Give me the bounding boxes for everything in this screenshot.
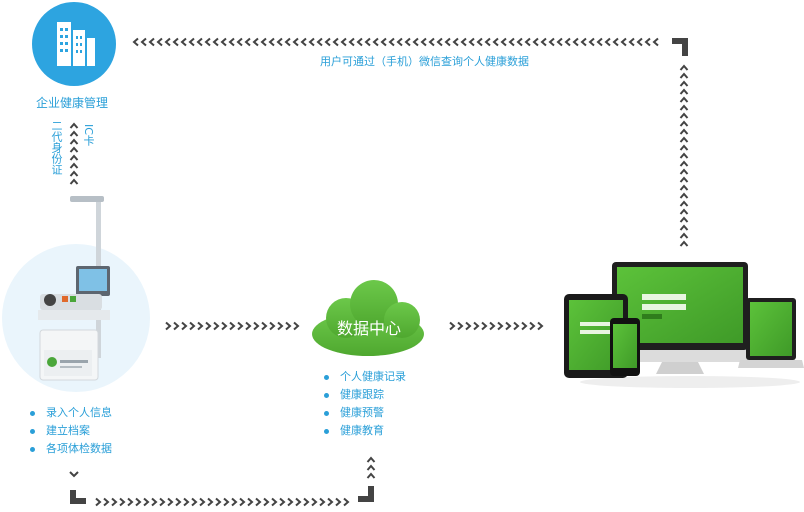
list-item: 健康跟踪 bbox=[322, 386, 406, 404]
list-item: 个人健康记录 bbox=[322, 368, 406, 386]
arrow-devices-up bbox=[679, 65, 689, 247]
enterprise-label: 企业健康管理 bbox=[36, 96, 109, 110]
cloud-icon bbox=[312, 280, 424, 356]
arrow-station-bottom-to-datacenter bbox=[69, 457, 376, 507]
data-center-title: 数据中心 bbox=[336, 319, 401, 338]
list-item: 建立档案 bbox=[28, 422, 112, 440]
arrow-devices-to-enterprise bbox=[133, 37, 688, 56]
list-item: 健康教育 bbox=[322, 422, 406, 440]
list-item: 各项体检数据 bbox=[28, 440, 112, 458]
data-center-list: 个人健康记录 健康跟踪 健康预警 健康教育 bbox=[322, 368, 406, 440]
list-item: 录入个人信息 bbox=[28, 404, 112, 422]
multi-device-icon bbox=[564, 262, 804, 388]
list-item: 健康预警 bbox=[322, 404, 406, 422]
arrow-station-to-datacenter bbox=[165, 321, 299, 331]
arrow-station-to-enterprise bbox=[69, 123, 79, 185]
wechat-note: 用户可通过（手机）微信查询个人健康数据 bbox=[320, 55, 529, 68]
id-card-label: 二代身份证 bbox=[50, 120, 63, 175]
station-list: 录入个人信息 建立档案 各项体检数据 bbox=[28, 404, 112, 458]
ic-card-label: IC卡 bbox=[82, 124, 95, 146]
building-icon bbox=[32, 2, 116, 86]
arrow-datacenter-to-devices bbox=[449, 321, 543, 331]
health-kiosk-icon bbox=[2, 196, 150, 392]
